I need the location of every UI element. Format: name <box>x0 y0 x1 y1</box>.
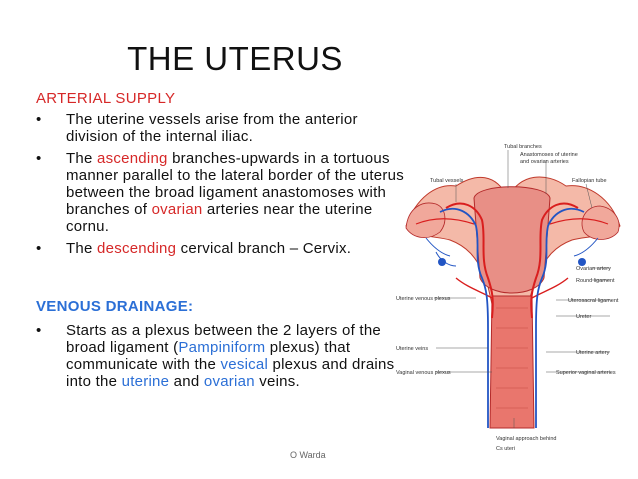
venous-bullet-list: • Starts as a plexus between the 2 layers… <box>36 322 404 395</box>
bullet-text: arteries near the uterine cornu. <box>66 201 373 235</box>
uterine-artery-branches <box>455 277 569 299</box>
label-uterine-veins: Uterine veins <box>396 346 428 352</box>
ovarian-arteries <box>415 218 609 225</box>
label-ovarian-artery: Ovarian artery <box>576 266 611 272</box>
arterial-bullet-3: • The descending cervical branch – Cervix… <box>36 240 404 257</box>
bullet-text: plexus and drains into the <box>66 356 395 390</box>
bullet-text: The <box>66 150 98 167</box>
label-superior-vaginal-arteries: Superior vaginal arteries <box>556 370 616 376</box>
arterial-bullet-1: • The uterine vessels arise from the ante… <box>36 111 404 145</box>
label-uterine-venous-plexus: Uterine venous plexus <box>396 296 451 302</box>
uterine-body <box>473 186 551 294</box>
arterial-bullet-list: • The uterine vessels arise from the ante… <box>36 111 404 262</box>
bullet-dot: • <box>36 240 42 257</box>
label-anastomoses-2: and ovarian arteries <box>520 159 569 165</box>
slide-title: THE UTERUS <box>127 40 343 77</box>
bullet-text: Starts as a plexus between the 2 layers … <box>66 322 382 356</box>
footer-author: O Warda <box>290 450 326 460</box>
bullet-dot: • <box>36 150 42 167</box>
label-anastomoses: Anastomoses of uterine <box>520 152 578 158</box>
highlight-descending: descending <box>97 240 177 257</box>
arterial-bullet-2: • The ascending branches-upwards in a tor… <box>36 150 404 235</box>
right-uterine-artery <box>530 202 579 319</box>
highlight-ovarian: ovarian <box>151 201 203 218</box>
vaginal-rugae <box>496 307 528 409</box>
highlight-ascending: ascending <box>97 150 168 167</box>
leader-lines <box>434 150 610 428</box>
arterial-supply-heading: ARTERIAL SUPPLY <box>36 90 176 107</box>
pampiniform-cluster <box>578 258 586 266</box>
label-vaginal-approach: Vaginal approach behind <box>496 436 556 442</box>
label-uterine-artery: Uterine artery <box>576 350 610 356</box>
bullet-text: veins. <box>254 373 300 390</box>
uterus-vascular-diagram: Tubal branches Anastomoses of uterine an… <box>396 144 621 452</box>
pampiniform-cluster <box>438 258 446 266</box>
right-uterine-vein <box>535 207 585 428</box>
bullet-text: cervical branch – Cervix. <box>176 240 352 257</box>
label-fallopian-tube: Fallopian tube <box>572 178 607 184</box>
highlight-uterine: uterine <box>121 373 170 390</box>
left-ovary <box>405 202 446 238</box>
label-round-ligament: Round ligament <box>576 278 615 284</box>
highlight-ovarian: ovarian <box>203 373 255 390</box>
bullet-dot: • <box>36 322 42 339</box>
venous-drainage-heading: VENOUS DRAINAGE: <box>36 298 194 315</box>
highlight-pampiniform: Pampiniform <box>178 339 266 356</box>
right-ovary <box>581 205 620 240</box>
highlight-vesical: vesical <box>220 356 269 373</box>
label-tubal-vessels: Tubal vessels <box>430 178 464 184</box>
venous-bullet-1: • Starts as a plexus between the 2 layers… <box>36 322 404 390</box>
label-ureter: Ureter <box>576 314 591 320</box>
cervix-vagina <box>489 295 535 429</box>
bullet-dot: • <box>36 111 42 128</box>
bullet-text: plexus) that communicate with the <box>66 339 351 373</box>
left-uterine-vein <box>439 207 489 428</box>
label-tubal-branches: Tubal branches <box>504 144 542 150</box>
left-uterine-artery <box>445 202 494 319</box>
bullet-text: branches-upwards in a tortuous manner pa… <box>66 150 404 218</box>
label-uterosacral-ligament: Uterosacral ligament <box>568 298 619 304</box>
bullet-text: The <box>66 240 98 257</box>
bullet-text: and <box>169 373 204 390</box>
bullet-text: The uterine vessels arise from the anter… <box>66 111 358 145</box>
label-vaginal-venous-plexus: Vaginal venous plexus <box>396 370 451 376</box>
label-cs-uteri: Cs uteri <box>496 446 515 452</box>
